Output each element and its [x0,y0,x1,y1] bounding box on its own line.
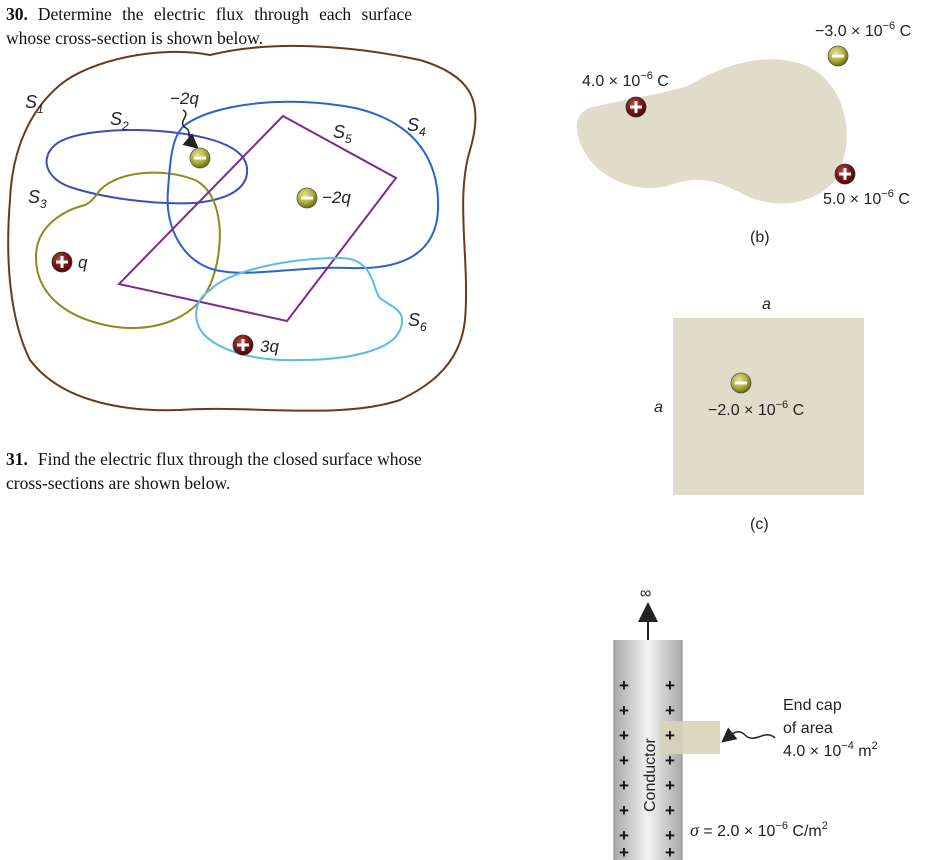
svg-text:+: + [665,801,675,820]
svg-text:+: + [665,843,675,860]
conductor-label: Conductor [642,738,659,812]
problem-number: 31. [6,449,28,469]
negative-charge-icon [827,45,849,67]
negative-charge-icon [189,147,211,169]
charge-label-neg-mid: −2q [322,188,351,207]
figure-caption-b: (b) [750,229,770,246]
negative-charge-icon [730,372,752,394]
pointer-arrow [721,727,776,743]
charge-label-b2: −3.0 × 10−6 C [815,20,911,40]
figure-caption-c: (c) [750,516,769,533]
charge-label-b1: 4.0 × 10−6 C [582,70,669,90]
problem-31-text: 31. Find the electric flux through the cl… [6,447,422,495]
infinity-label: ∞ [640,585,651,602]
figure-a: S1 S2 S3 S4 S5 S6 −2q −2q q [7,44,477,412]
problem-line: Find the electric flux through the close… [37,449,422,469]
endcap-label-line1: End cap [783,697,842,714]
svg-text:+: + [619,776,629,795]
problem-30-text: 30. Determine the electric flux through e… [6,2,412,50]
endcap-label-line3: 4.0 × 10−4 m2 [783,740,878,760]
end-cap-surface [660,721,720,754]
sigma-label: σ = 2.0 × 10−6 C/m2 [690,820,828,840]
surface-label-s2: S2 [110,109,129,133]
surface-s5-outline [117,114,398,323]
problem-line: whose cross-section is shown below. [6,28,263,48]
surface-s3-outline [34,171,221,329]
square-surface [673,318,864,495]
surface-label-s4: S4 [407,115,426,139]
closed-surface-shape [576,59,847,204]
svg-text:+: + [619,843,629,860]
pointer-arrow [181,109,199,149]
svg-text:+: + [665,751,675,770]
surface-s1-outline [7,44,477,412]
positive-charge-icon [51,251,73,273]
endcap-label-line2: of area [783,720,833,737]
surface-label-s1: S1 [25,92,44,116]
side-label-top: a [762,296,771,313]
problem-line: cross-sections are shown below. [6,473,231,493]
charge-label-c: −2.0 × 10−6 C [708,399,804,419]
problem-number: 30. [6,4,28,24]
surface-label-s6: S6 [408,310,427,334]
svg-text:+: + [665,701,675,720]
svg-text:+: + [619,826,629,845]
surface-charges: ++ ++ ++ ++ ++ ++ ++ ++ [619,676,675,860]
figure-d: ∞ ++ ++ ++ ++ ++ ++ ++ ++ Conductor End … [613,585,878,860]
side-label-left: a [654,399,663,416]
surface-s4-outline [166,100,440,274]
surface-label-s3: S3 [28,187,47,211]
charge-label-b3: 5.0 × 10−6 C [823,188,910,208]
svg-text:+: + [619,726,629,745]
svg-text:+: + [665,776,675,795]
positive-charge-icon [625,96,647,118]
positive-charge-icon [834,163,856,185]
figure-b: 4.0 × 10−6 C −3.0 × 10−6 C 5.0 × 10−6 C … [576,20,911,246]
svg-text:+: + [619,801,629,820]
svg-text:+: + [619,751,629,770]
surface-s6-outline [195,256,403,362]
charge-label-neg-top: −2q [170,89,199,108]
surface-s2-outline [45,129,249,205]
problem-line: Determine the electric flux through each… [37,4,413,24]
svg-text:+: + [665,826,675,845]
svg-text:+: + [665,676,675,695]
negative-charge-icon [296,187,318,209]
charge-label-q: q [78,253,88,272]
charge-label-3q: 3q [260,337,279,356]
figure-c: a a −2.0 × 10−6 C (c) [654,296,864,533]
svg-text:+: + [665,726,675,745]
svg-text:+: + [619,676,629,695]
svg-text:+: + [619,701,629,720]
surface-label-s5: S5 [333,122,352,146]
positive-charge-icon [232,334,254,356]
